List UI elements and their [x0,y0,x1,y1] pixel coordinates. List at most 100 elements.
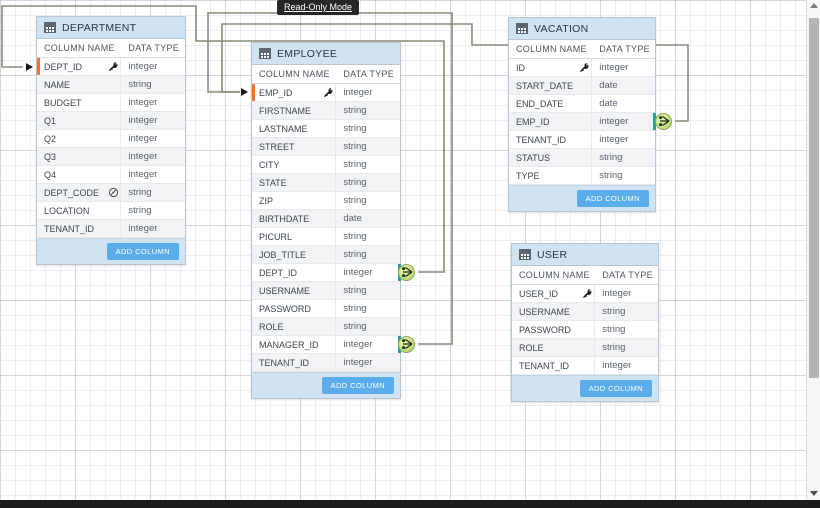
column-row[interactable]: DEPT_CODEstring [37,184,185,202]
column-name-label: USERNAME [259,286,321,296]
column-row[interactable]: TENANT_ID integer [252,354,400,372]
column-type-cell: string [336,246,400,263]
table-icon [44,22,56,33]
column-row[interactable]: EMP_IDinteger [509,113,655,131]
add-column-button[interactable]: ADD COLUMN [577,190,649,207]
column-row[interactable]: USER_IDinteger [512,285,658,303]
scroll-down-arrow[interactable] [810,491,818,496]
column-row[interactable]: LOCATIONstring [37,202,185,220]
column-row[interactable]: LASTNAMEstring [252,120,400,138]
column-row[interactable]: TENANT_IDinteger [512,357,658,375]
column-type-cell: string [595,339,658,356]
column-row[interactable]: Q2integer [37,130,185,148]
column-row[interactable]: DEPT_IDinteger [252,264,400,282]
column-type-cell: integer [121,94,185,111]
column-name-label: STREET [259,142,321,152]
column-type-cell: date [592,95,655,112]
column-name-label: MANAGER_ID [259,340,321,350]
vertical-scrollbar[interactable] [806,0,820,500]
column-header-name: COLUMN NAME [509,44,592,54]
add-column-button[interactable]: ADD COLUMN [322,377,394,394]
column-key-badge [321,87,335,98]
entity-header-employee[interactable]: EMPLOYEE [252,43,400,65]
column-row[interactable]: CITYstring [252,156,400,174]
column-key-badge [106,187,120,198]
column-name-label: NAME [44,80,106,90]
column-name-label: START_DATE [516,81,577,91]
column-type-cell: integer [336,264,400,281]
column-row[interactable]: ROLEstring [512,339,658,357]
column-name-cell: PASSWORD [512,321,595,338]
column-row[interactable]: Q3integer [37,148,185,166]
column-key-badge [577,62,591,73]
arrowhead-employee-emp-id [241,88,248,96]
column-row[interactable]: ZIPstring [252,192,400,210]
column-row[interactable]: Q4integer [37,166,185,184]
column-row[interactable]: FIRSTNAMEstring [252,102,400,120]
column-key-badge [106,61,120,72]
column-header-name: COLUMN NAME [252,69,336,79]
column-name-cell: DEPT_CODE [37,184,121,201]
column-row[interactable]: PASSWORDstring [252,300,400,318]
column-name-label: Q1 [44,116,106,126]
entity-header-department[interactable]: DEPARTMENT [37,17,185,39]
column-row[interactable]: START_DATEdate [509,77,655,95]
column-rows: DEPT_IDintegerNAMEstringBUDGETintegerQ1 i… [37,58,185,238]
column-rows: USER_IDintegerUSERNAMEstringPASSWORDstri… [512,285,658,375]
entity-footer: ADD COLUMN [512,375,658,401]
column-row[interactable]: DEPT_IDinteger [37,58,185,76]
column-row[interactable]: STREETstring [252,138,400,156]
column-row[interactable]: PICURLstring [252,228,400,246]
read-only-mode-label: Read-Only Mode [284,2,352,12]
entity-header-vacation[interactable]: VACATION [509,18,655,40]
column-row[interactable]: MANAGER_IDinteger [252,336,400,354]
column-name-cell: ROLE [252,318,336,335]
column-row[interactable]: USERNAMEstring [512,303,658,321]
scroll-up-arrow[interactable] [810,3,818,8]
column-type-cell: integer [121,112,185,129]
column-row[interactable]: PASSWORDstring [512,321,658,339]
vertical-scrollbar-thumb[interactable] [809,18,819,378]
column-row[interactable]: STATUSstring [509,149,655,167]
entity-table-vacation[interactable]: VACATIONCOLUMN NAMEDATA TYPEIDintegerSTA… [508,17,656,212]
column-header-row: COLUMN NAMEDATA TYPE [37,39,185,58]
column-row[interactable]: EMP_IDinteger [252,84,400,102]
column-name-cell: END_DATE [509,95,592,112]
entity-table-user[interactable]: USERCOLUMN NAMEDATA TYPEUSER_IDintegerUS… [511,243,659,402]
column-name-cell: ROLE [512,339,595,356]
column-row[interactable]: TYPEstring [509,167,655,185]
entity-table-department[interactable]: DEPARTMENTCOLUMN NAMEDATA TYPEDEPT_IDint… [36,16,186,265]
column-name-cell: TENANT_ID [512,357,595,374]
column-name-cell: TENANT_ID [37,220,121,237]
column-name-cell: STREET [252,138,336,155]
column-type-cell: integer [336,354,400,371]
column-row[interactable]: TENANT_IDinteger [37,220,185,238]
entity-table-employee[interactable]: EMPLOYEE COLUMN NAMEDATA TYPEEMP_IDintege… [251,42,401,399]
column-row[interactable]: USERNAMEstring [252,282,400,300]
column-row[interactable]: BUDGETinteger [37,94,185,112]
entity-title: EMPLOYEE [277,48,337,60]
column-type-cell: string [336,120,400,137]
column-row[interactable]: TENANT_IDinteger [509,131,655,149]
column-row[interactable]: NAMEstring [37,76,185,94]
column-name-cell: Q4 [37,166,121,183]
column-row[interactable]: BIRTHDATEdate [252,210,400,228]
column-name-cell: LOCATION [37,202,121,219]
column-row[interactable]: IDinteger [509,59,655,77]
entity-footer: ADD COLUMN [509,185,655,211]
column-row[interactable]: STATEstring [252,174,400,192]
column-row[interactable]: Q1 integer [37,112,185,130]
column-header-row: COLUMN NAMEDATA TYPE [512,266,658,285]
column-name-cell: PICURL [252,228,336,245]
column-name-label: JOB_TITLE [259,250,321,260]
add-column-button[interactable]: ADD COLUMN [107,243,179,260]
entity-header-user[interactable]: USER [512,244,658,266]
column-name-label: CITY [259,160,321,170]
column-header-row: COLUMN NAMEDATA TYPE [252,65,400,84]
add-column-button[interactable]: ADD COLUMN [580,380,652,397]
column-row[interactable]: ROLEstring [252,318,400,336]
column-name-label: TENANT_ID [259,358,321,368]
column-name-cell: CITY [252,156,336,173]
column-row[interactable]: END_DATEdate [509,95,655,113]
column-row[interactable]: JOB_TITLE string [252,246,400,264]
